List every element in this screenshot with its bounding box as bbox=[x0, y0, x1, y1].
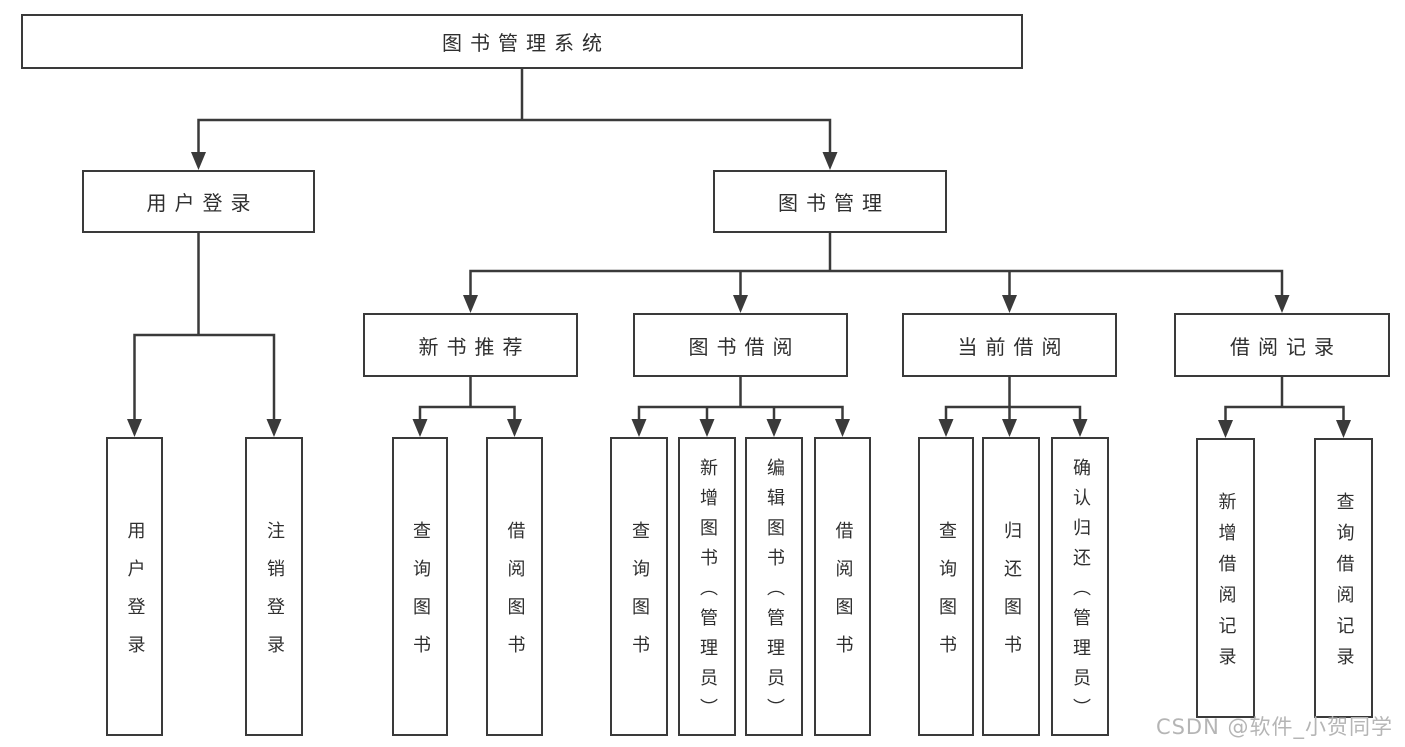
csdn-watermark: CSDN @软件_小贺同学 bbox=[1155, 715, 1393, 739]
connector-user-login-to-leaves bbox=[133, 231, 276, 424]
node-book-management-label: 图书管理 bbox=[778, 191, 890, 215]
leaf-cb-query-book: 查询图书 bbox=[918, 437, 974, 736]
node-current-borrow: 当前借阅 bbox=[902, 313, 1117, 377]
arrowheads-borrow-record-to-leaves bbox=[1218, 420, 1351, 438]
leaf-newrec-query-book: 查询图书 bbox=[392, 437, 448, 736]
leaf-bb-borrow-book: 借阅图书 bbox=[814, 437, 871, 736]
node-new-book-recommend: 新书推荐 bbox=[363, 313, 578, 377]
leaf-newrec-query-book-label: 查询图书 bbox=[410, 520, 431, 673]
leaf-br-query-record-label: 查询借阅记录 bbox=[1333, 491, 1355, 678]
node-root: 图书管理系统 bbox=[21, 14, 1023, 69]
leaf-user-login-label: 用户登录 bbox=[124, 520, 146, 673]
arrowheads-new-book-recommend-to-leaves bbox=[412, 419, 522, 437]
node-new-book-recommend-label: 新书推荐 bbox=[418, 334, 531, 359]
node-borrow-record: 借阅记录 bbox=[1174, 313, 1390, 377]
leaf-bb-borrow-book-label: 借阅图书 bbox=[832, 520, 854, 673]
leaf-bb-query-book: 查询图书 bbox=[610, 437, 668, 736]
leaf-newrec-borrow-book-label: 借阅图书 bbox=[504, 520, 526, 673]
connector-borrow-record-to-leaves bbox=[1224, 375, 1345, 425]
connector-book-management-to-level3 bbox=[469, 231, 1284, 300]
node-root-label: 图书管理系统 bbox=[442, 31, 610, 55]
leaf-cb-query-book-label: 查询图书 bbox=[936, 520, 957, 673]
connector-new-book-recommend-to-leaves bbox=[418, 375, 516, 424]
leaf-cb-return-book-label: 归还图书 bbox=[1001, 520, 1022, 673]
leaf-cb-return-book: 归还图书 bbox=[982, 437, 1040, 736]
connector-book-borrow-to-leaves bbox=[637, 375, 844, 424]
leaf-br-add-record: 新增借阅记录 bbox=[1196, 438, 1255, 718]
leaf-user-login: 用户登录 bbox=[106, 437, 163, 736]
leaf-bb-edit-book-admin-label: 编辑图书（管理员） bbox=[764, 457, 785, 728]
arrowheads-user-login-to-leaves bbox=[127, 419, 282, 437]
leaf-logout-login-label: 注销登录 bbox=[264, 520, 285, 673]
leaf-bb-query-book-label: 查询图书 bbox=[629, 520, 650, 673]
node-current-borrow-label: 当前借阅 bbox=[957, 334, 1070, 359]
node-book-management: 图书管理 bbox=[713, 170, 947, 233]
leaf-bb-add-book-admin: 新增图书（管理员） bbox=[678, 437, 736, 736]
leaf-br-query-record: 查询借阅记录 bbox=[1314, 438, 1373, 718]
node-book-borrow-label: 图书借阅 bbox=[688, 334, 801, 359]
leaf-logout-login: 注销登录 bbox=[245, 437, 303, 736]
connector-current-borrow-to-leaves bbox=[944, 375, 1082, 424]
node-user-login-label: 用户登录 bbox=[146, 191, 259, 215]
leaf-bb-add-book-admin-label: 新增图书（管理员） bbox=[697, 457, 718, 728]
arrowheads-book-borrow-to-leaves bbox=[631, 419, 850, 437]
leaf-br-add-record-label: 新增借阅记录 bbox=[1215, 491, 1237, 678]
connector-root-to-level2 bbox=[197, 67, 832, 157]
arrowheads-book-management-to-level3 bbox=[463, 295, 1290, 313]
arrowheads-current-borrow-to-leaves bbox=[938, 419, 1088, 437]
leaf-cb-confirm-return-admin-label: 确认归还（管理员） bbox=[1070, 457, 1091, 728]
leaf-newrec-borrow-book: 借阅图书 bbox=[486, 437, 543, 736]
node-book-borrow: 图书借阅 bbox=[633, 313, 848, 377]
arrowheads-root-to-level2 bbox=[191, 152, 838, 170]
node-borrow-record-label: 借阅记录 bbox=[1230, 334, 1342, 359]
leaf-cb-confirm-return-admin: 确认归还（管理员） bbox=[1051, 437, 1109, 736]
leaf-bb-edit-book-admin: 编辑图书（管理员） bbox=[745, 437, 803, 736]
node-user-login: 用户登录 bbox=[82, 170, 315, 233]
